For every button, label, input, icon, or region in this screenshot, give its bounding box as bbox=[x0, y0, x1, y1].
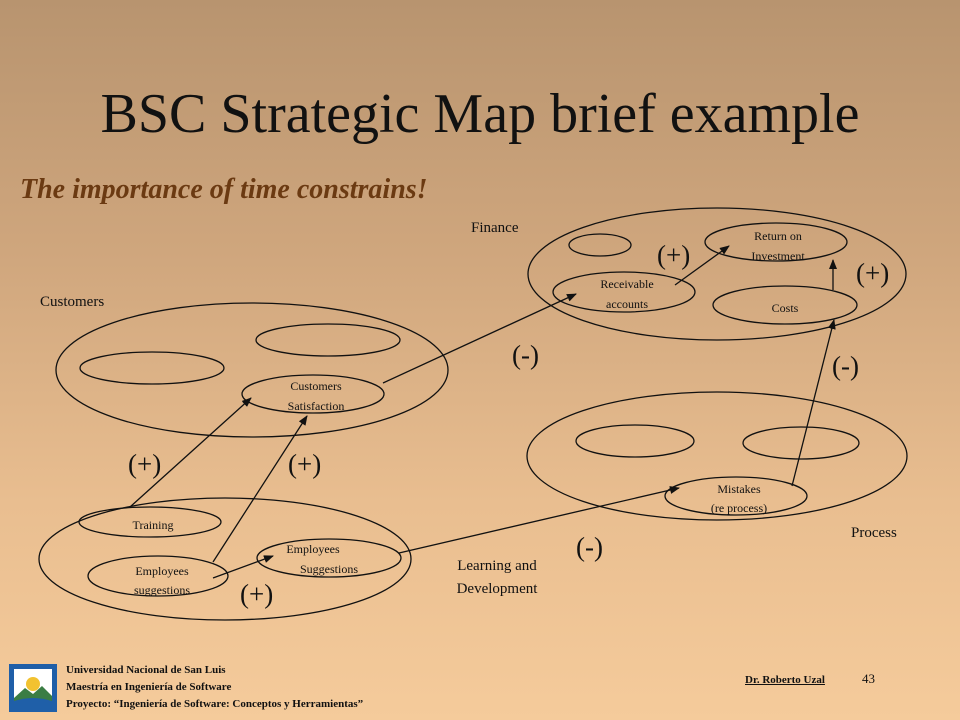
finance-perspective-ellipse bbox=[527, 207, 907, 341]
arrow-receivable-to-roi bbox=[674, 245, 730, 286]
footer-project: Proyecto: “Ingeniería de Software: Conce… bbox=[66, 698, 364, 710]
footer-program: Maestría en Ingeniería de Software bbox=[66, 681, 232, 693]
arrow-suggestions-to-mistakes bbox=[398, 486, 680, 554]
process-perspective-ellipse bbox=[526, 391, 908, 521]
finance-empty-objective bbox=[568, 233, 632, 257]
customers-satisfaction-ellipse bbox=[241, 374, 385, 414]
footer-university: Universidad Nacional de San Luis bbox=[66, 664, 226, 676]
effect-training-to-satisfaction: (+) bbox=[128, 449, 161, 479]
mistakes-label-line1: Mistakes bbox=[717, 482, 761, 496]
arrow-training-to-satisfaction bbox=[129, 397, 252, 508]
mistakes-label-line2: (re process) bbox=[711, 501, 767, 515]
process-empty-objective-left bbox=[575, 424, 695, 458]
effect-suggestions-to-mistakes: (-) bbox=[576, 532, 603, 562]
arrow-mistakes-to-costs bbox=[791, 319, 836, 487]
arrow-satisfaction-to-receivable bbox=[382, 293, 577, 384]
roi-label-line1: Return on bbox=[754, 229, 802, 243]
footer-author: Dr. Roberto Uzal bbox=[745, 674, 825, 686]
university-logo-icon bbox=[9, 664, 57, 712]
employees-suggestions-right-ellipse bbox=[256, 538, 402, 578]
process-label: Process bbox=[851, 525, 897, 541]
footer-institution: Universidad Nacional de San Luis Maestrí… bbox=[66, 662, 363, 713]
customers-label: Customers bbox=[40, 294, 104, 310]
slide-title: BSC Strategic Map brief example bbox=[100, 83, 860, 145]
receivable-label-line1: Receivable bbox=[600, 277, 653, 291]
finance-label: Finance bbox=[471, 220, 519, 236]
training-ellipse bbox=[78, 506, 222, 538]
satisfaction-label-line2: Satisfaction bbox=[288, 399, 345, 413]
employees-suggestions-left-ellipse bbox=[87, 555, 229, 597]
employees-suggestions-right-line2: Suggestions bbox=[300, 562, 358, 576]
arrow-suggestions-to-satisfaction bbox=[212, 415, 308, 563]
receivable-label-line2: accounts bbox=[606, 297, 648, 311]
employees-suggestions-left-line1: Employees bbox=[135, 564, 189, 578]
learning-label-line1: Learning and bbox=[457, 558, 537, 574]
learning-perspective-ellipse bbox=[38, 497, 412, 621]
effect-suggestions-to-satisfaction: (+) bbox=[288, 449, 321, 479]
arrow-suggestions-to-suggestions bbox=[212, 555, 274, 579]
customers-perspective-ellipse bbox=[55, 302, 449, 438]
roi-label-line2: Investment bbox=[751, 249, 805, 263]
employees-suggestions-right-line1: Employees bbox=[286, 542, 340, 556]
receivable-accounts-ellipse bbox=[552, 271, 696, 313]
return-on-investment-ellipse bbox=[704, 222, 848, 262]
effect-costs-to-roi: (+) bbox=[856, 258, 889, 288]
learning-label-line2: Development bbox=[457, 581, 539, 597]
customers-empty-objective-right bbox=[255, 323, 401, 357]
costs-label: Costs bbox=[772, 301, 799, 315]
slide-subtitle: The importance of time constrains! bbox=[20, 174, 428, 205]
process-empty-objective-right bbox=[742, 426, 860, 460]
mistakes-ellipse bbox=[664, 476, 808, 516]
effect-suggestions-to-suggestions: (+) bbox=[240, 579, 273, 609]
satisfaction-label-line1: Customers bbox=[290, 379, 342, 393]
training-label: Training bbox=[133, 518, 174, 532]
page-number: 43 bbox=[862, 671, 875, 686]
effect-receivable-to-roi: (+) bbox=[657, 240, 690, 270]
customers-empty-objective-left bbox=[79, 351, 225, 385]
employees-suggestions-left-line2: suggestions bbox=[134, 583, 190, 597]
effect-satisfaction-to-receivable: (-) bbox=[512, 340, 539, 370]
effect-mistakes-to-costs: (-) bbox=[832, 351, 859, 381]
costs-ellipse bbox=[712, 285, 858, 325]
